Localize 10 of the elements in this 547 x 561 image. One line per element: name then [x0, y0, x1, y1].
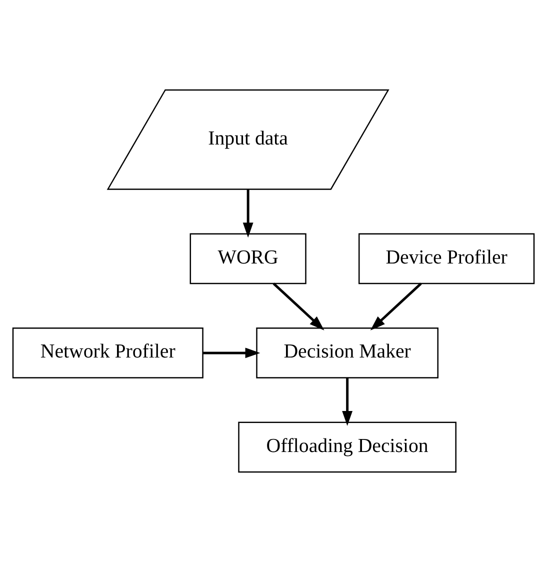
node-box: Offloading Decision	[238, 421, 456, 472]
node-box: Device Profiler	[358, 232, 535, 284]
node-box: Network Profiler	[12, 327, 204, 378]
arrow	[342, 377, 353, 426]
node-box: WORG	[190, 232, 306, 284]
arrow	[370, 282, 422, 330]
node-box: Decision Maker	[256, 327, 438, 378]
arrow	[272, 282, 324, 330]
arrow	[202, 347, 260, 358]
arrow	[242, 188, 254, 238]
